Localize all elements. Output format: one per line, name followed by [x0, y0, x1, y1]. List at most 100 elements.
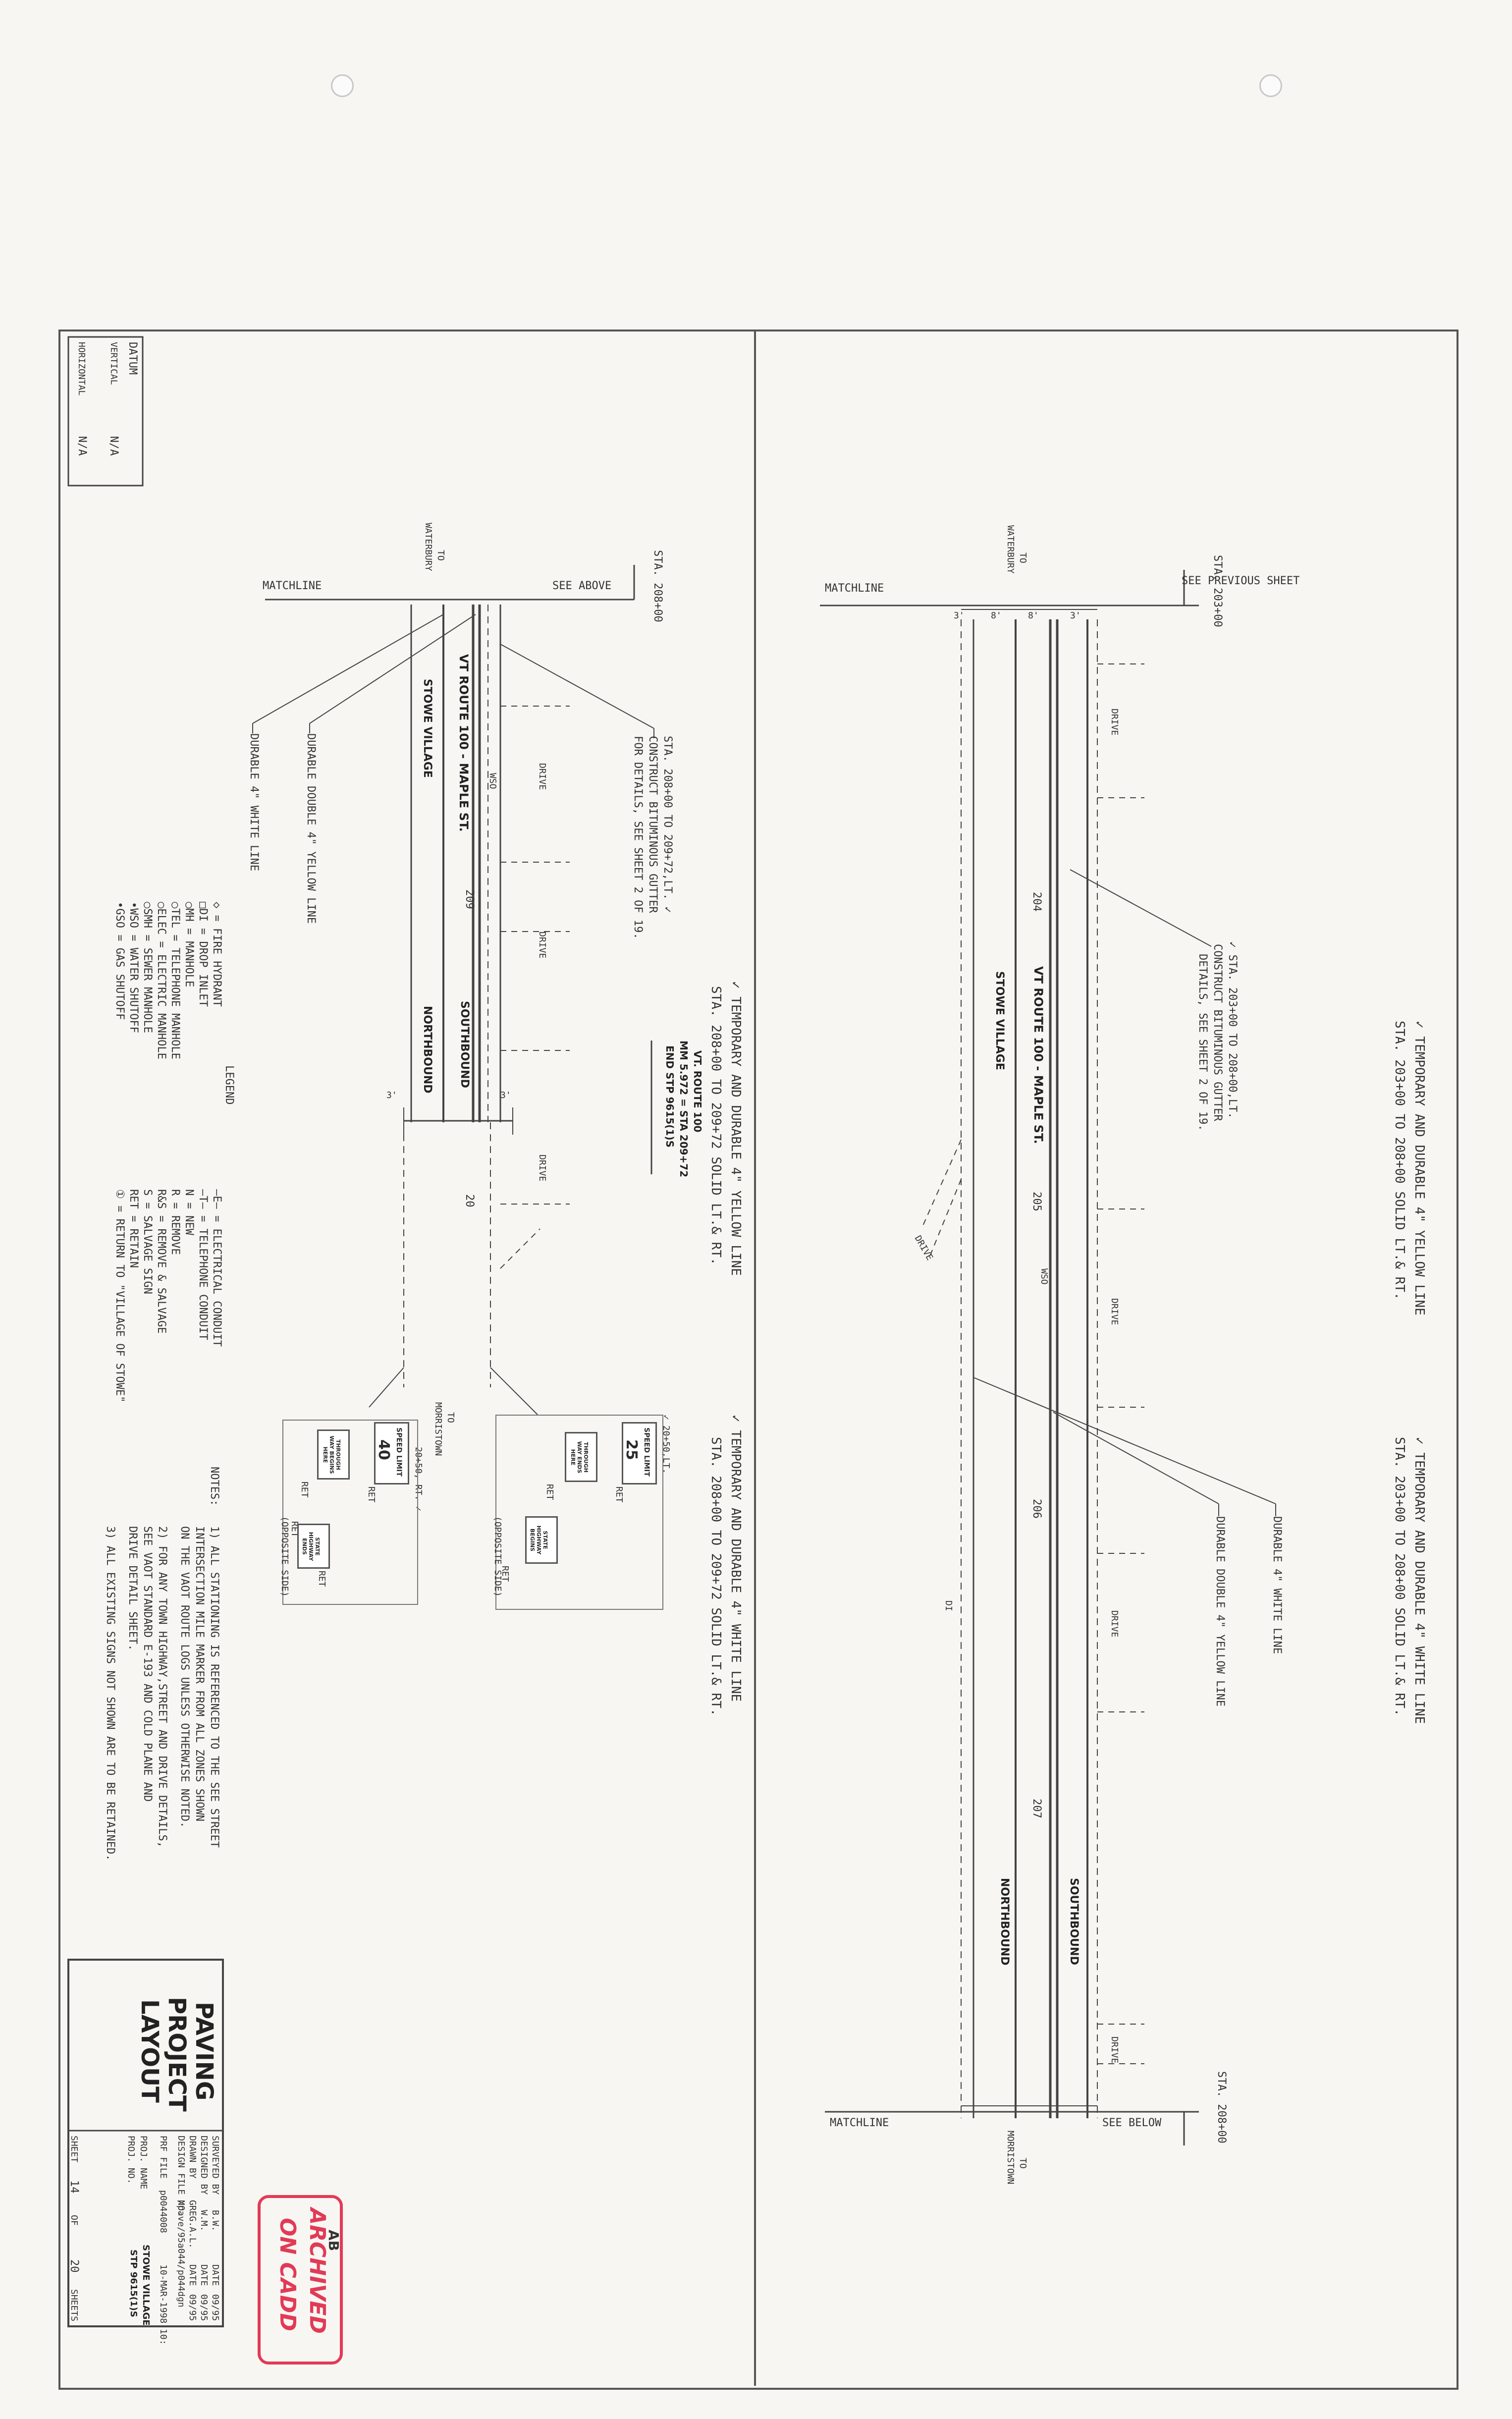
lower-gutter-leader	[500, 644, 654, 729]
title-block-frame	[67, 1959, 224, 2327]
upper-drive-3: DRIVE	[1109, 1610, 1120, 1638]
stamp-initials: AB	[325, 2230, 342, 2252]
note-1b: INTERSECTION MILE MARKER FROM ALL ZONES …	[193, 1526, 206, 1822]
state-highway-ends-sign: STATE HIGHWAY ENDS	[297, 1524, 330, 1569]
upper-yellow-line-note-1: ✓ TEMPORARY AND DURABLE 4" YELLOW LINE	[1412, 1021, 1427, 1316]
opposite-side-1: (OPPOSITE SIDE)	[492, 1516, 503, 1597]
upper-see-below: SEE BELOW	[1102, 2117, 1162, 2129]
proj-name-value: STOWE VILLAGE	[141, 2245, 151, 2326]
upper-yellow-leader	[1053, 1412, 1219, 1504]
lower-gutter-note-3: FOR DETAILS, SEE SHEET 2 OF 19.	[632, 736, 644, 939]
notes-label: NOTES:	[208, 1467, 220, 1506]
date1-label: DATE	[210, 2264, 220, 2286]
upper-sta-end: STA. 208+00	[1215, 2071, 1228, 2144]
upper-sta-205: 205	[1030, 1192, 1043, 1211]
upper-gutter-note-3: DETAILS, SEE SHEET 2 OF 19.	[1196, 954, 1209, 1131]
plot-date-value: 10-MAR-1998 10:	[158, 2264, 168, 2345]
upper-sta-start: STA. 203+00	[1211, 555, 1224, 627]
lower-white-line-note-1: ✓ TEMPORARY AND DURABLE 4" WHITE LINE	[728, 1415, 743, 1702]
state-highway-begins-sign: STATE HIGHWAY BEGINS	[525, 1516, 558, 1564]
opposite-side-2: (OPPOSITE SIDE)	[279, 1516, 290, 1597]
upper-width-8b: 8'	[1028, 610, 1039, 621]
through-way-begins-label: THROUGH WAY BEGINS HERE	[322, 1435, 341, 1474]
lower-yellow-leader	[309, 614, 476, 724]
speed-limit-25-value: 25	[623, 1439, 640, 1460]
lower-northbound: NORTHBOUND	[421, 1006, 433, 1094]
punch-hole-right	[1259, 74, 1282, 97]
legend-title: LEGEND	[223, 1065, 235, 1105]
designed-by-value: W.M.	[199, 2210, 209, 2232]
upper-white-line-note-2: STA. 203+00 TO 208+00 SOLID LT.& RT.	[1392, 1437, 1407, 1716]
lower-to-waterbury: TO	[435, 550, 446, 561]
through-way-begins-sign: THROUGH WAY BEGINS HERE	[317, 1429, 350, 1480]
upper-di: DI	[943, 1600, 954, 1611]
lower-gutter-note-1: STA. 208+00 TO 209+72,LT. ✓	[661, 736, 674, 913]
surveyed-by-label: SURVEYED BY	[210, 2136, 220, 2195]
proj-no-label: PROJ. NO.	[126, 2136, 136, 2184]
lower-end-of-project-2: MM 5.972 = STA 209+72	[678, 1041, 690, 1177]
lower-durable-double-yellow: DURABLE DOUBLE 4" YELLOW LINE	[305, 733, 317, 924]
datum-label: DATUM	[126, 342, 139, 375]
sheets-label: SHEETS	[69, 2289, 79, 2322]
legend-item: —T— = TELEPHONE CONDUIT	[197, 1189, 209, 1340]
legend-item: •GSO = GAS SHUTOFF	[113, 902, 126, 1020]
upper-drive-4: DRIVE	[1109, 2036, 1120, 2064]
sheet-title-1: PAVING	[190, 2002, 218, 2101]
upper-width-3a: 3'	[954, 610, 965, 621]
lower-sta-start: STA. 208+00	[651, 550, 664, 622]
note-1a: 1) ALL STATIONING IS REFERENCED TO THE S…	[208, 1526, 220, 1848]
of-label: OF	[69, 2215, 79, 2226]
lower-end-of-project-3: END STP 9615(1)S	[664, 1045, 676, 1148]
upper-northbound: NORTHBOUND	[998, 1878, 1011, 1966]
design-file-value: /pave/95a044/p044dgn	[176, 2200, 186, 2308]
lower-gutter-note-2: CONSTRUCT BITUMINOUS GUTTER	[647, 736, 659, 913]
lower-drive-3: DRIVE	[537, 1155, 547, 1182]
speed-limit-40-sign: SPEED LIMIT 40	[374, 1422, 409, 1484]
lower-white-leader	[252, 614, 444, 724]
note-2c: DRIVE DETAIL SHEET.	[126, 1526, 139, 1651]
lower-yellow-line-note-1: ✓ TEMPORARY AND DURABLE 4" YELLOW LINE	[728, 981, 743, 1276]
legend-item: ○ELEC = ELECTRIC MANHOLE	[155, 902, 167, 1059]
note-2b: SEE VAOT STANDARD E-193 AND COLD PLANE A…	[141, 1526, 154, 1802]
upper-see-previous: SEE PREVIOUS SHEET	[1182, 575, 1300, 587]
upper-matchline-bottom: MATCHLINE	[830, 2117, 889, 2129]
lower-to-morristown: TO	[445, 1412, 456, 1423]
upper-morristown: MORRISTOWN	[1005, 2131, 1016, 2185]
sheet-title-2: PROJECT	[163, 1997, 191, 2112]
legend-item: N = NEW	[183, 1189, 195, 1235]
datum-horizontal-value: N/A	[76, 436, 88, 456]
designed-by-label: DESIGNED BY	[199, 2136, 209, 2195]
speed-limit-40-value: 40	[375, 1439, 392, 1460]
date3-value: 09/95	[187, 2294, 198, 2321]
lower-southbound: SOUTHBOUND	[458, 1001, 471, 1088]
sheet-number: 14	[68, 2180, 80, 2194]
note-1c: ON THE VAOT ROUTE LOGS UNLESS OTHERWISE …	[178, 1526, 191, 1828]
legend-item: R = REMOVE	[169, 1189, 181, 1255]
legend-item: ○MH = MANHOLE	[183, 902, 195, 988]
upper-route-label: VT ROUTE 100 - MAPLE ST.	[1031, 966, 1045, 1144]
prf-file-label: PRF FILE	[158, 2136, 168, 2179]
lower-village-label: STOWE VILLAGE	[421, 679, 433, 778]
sign-group-northbound-frame	[495, 1415, 663, 1610]
datum-vertical-value: N/A	[108, 436, 120, 456]
sheet-divider	[754, 330, 756, 2386]
date2-label: DATE	[199, 2264, 209, 2286]
datum-box	[67, 336, 144, 487]
sheet-label: SHEET	[69, 2136, 79, 2163]
lower-yellow-line-note-2: STA. 208+00 TO 209+72 SOLID LT.& RT.	[708, 986, 723, 1265]
stamp-line-1: ARCHIVED	[305, 2208, 330, 2334]
proj-name-label: PROJ. NAME	[138, 2136, 149, 2190]
upper-drive-1: DRIVE	[1109, 709, 1120, 736]
upper-yellow-line-note-2: STA. 203+00 TO 208+00 SOLID LT.& RT.	[1392, 1021, 1407, 1300]
upper-white-leader	[973, 1377, 1276, 1504]
datum-vertical-label: VERTICAL	[108, 342, 119, 385]
legend-item: ◇ = FIRE HYDRANT	[211, 902, 223, 1007]
ret-2: RET	[544, 1484, 555, 1500]
upper-drive-2: DRIVE	[1109, 1298, 1120, 1325]
upper-waterbury: WATERBURY	[1005, 525, 1016, 574]
legend-item: S = SALVAGE SIGN	[141, 1189, 154, 1294]
lower-see-above: SEE ABOVE	[552, 580, 612, 592]
lower-sta-20: 20	[463, 1194, 476, 1208]
date1-value: 09/95	[210, 2294, 220, 2321]
